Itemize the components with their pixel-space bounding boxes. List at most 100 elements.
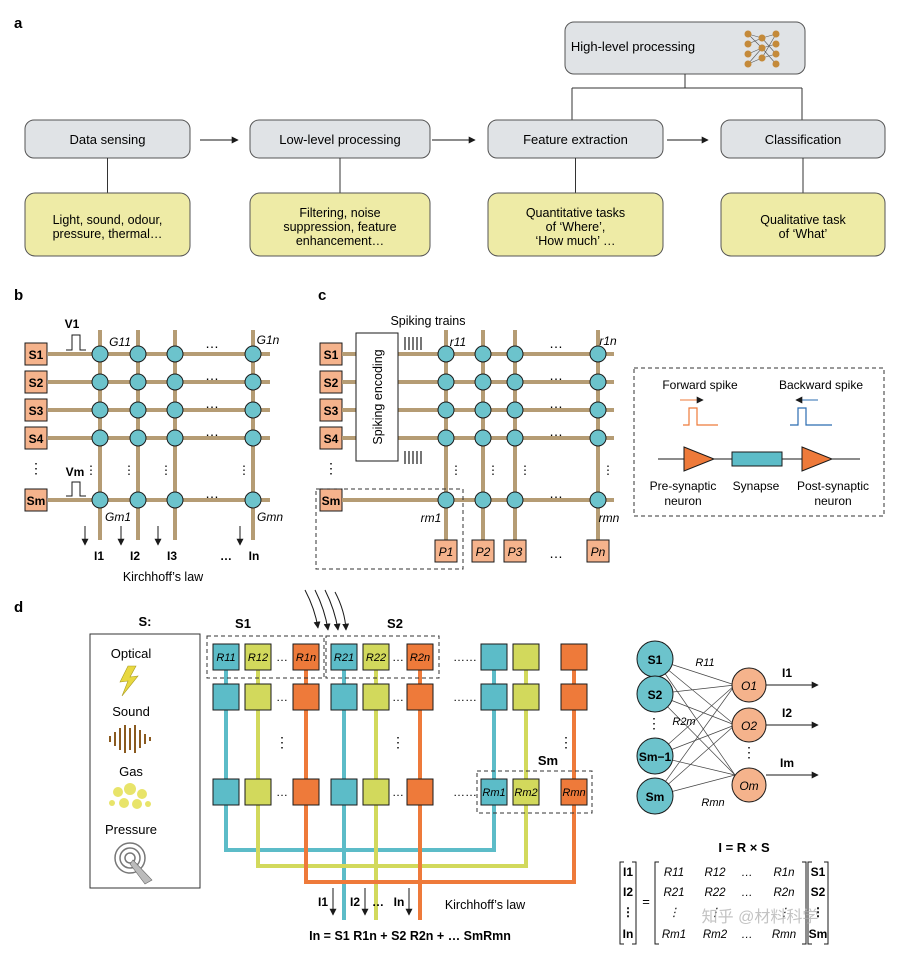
conductance-node bbox=[506, 345, 524, 363]
matrix-r-entry: … bbox=[741, 887, 753, 899]
kirchhoff-label-d: Kirchhoff’s law bbox=[445, 898, 526, 912]
detail-text: suppression, feature bbox=[283, 220, 396, 234]
resistor-box bbox=[244, 683, 272, 711]
dots: … bbox=[205, 335, 219, 351]
row-ellipsis: … bbox=[392, 785, 404, 799]
dots: … bbox=[549, 335, 563, 351]
output-label: P2 bbox=[476, 545, 491, 559]
detail-box bbox=[249, 192, 431, 257]
post-label-1: Post-synaptic bbox=[797, 479, 869, 493]
matrix-i-entry: In bbox=[623, 927, 634, 941]
high-level-label: High-level processing bbox=[571, 39, 695, 54]
matrix-r-entry: R22 bbox=[704, 887, 726, 899]
resistor-box bbox=[362, 643, 390, 671]
conductance-node bbox=[244, 373, 262, 391]
conductance-node bbox=[506, 429, 524, 447]
conductance-node bbox=[474, 401, 492, 419]
vertical-dots: ⋮ bbox=[487, 463, 499, 477]
vertical-dots: ⋮ bbox=[450, 463, 462, 477]
resistor-box bbox=[292, 683, 320, 711]
conductance-node bbox=[244, 491, 262, 509]
conductance-node bbox=[91, 373, 109, 391]
source-ellipsis: ⋮ bbox=[29, 460, 43, 476]
dots: … bbox=[205, 395, 219, 411]
detail-text: enhancement… bbox=[296, 234, 384, 248]
vertical-dots: ⋮ bbox=[123, 463, 135, 477]
output-neuron-box bbox=[503, 539, 527, 563]
output-current-label: I2 bbox=[782, 706, 792, 720]
matrix-r-entry: Rm1 bbox=[662, 929, 686, 941]
panel-letter-c: c bbox=[318, 287, 326, 304]
output-neuron-box bbox=[471, 539, 495, 563]
resistor-box bbox=[362, 778, 390, 806]
resistor-box bbox=[560, 778, 588, 806]
input-neuron-label: Sm−1 bbox=[639, 750, 672, 764]
conductance-node bbox=[437, 373, 455, 391]
source-label: S3 bbox=[29, 404, 44, 418]
conductance-node bbox=[166, 373, 184, 391]
matrix-r-entry: Rmn bbox=[772, 929, 796, 941]
forward-pulse bbox=[683, 407, 718, 426]
conductance-node bbox=[166, 345, 184, 363]
dots: … bbox=[205, 423, 219, 439]
input-neuron-label: S2 bbox=[648, 688, 663, 702]
conductance-node bbox=[91, 491, 109, 509]
dots: … bbox=[549, 423, 563, 439]
matrix-bracket bbox=[824, 861, 829, 945]
weight-label: R2m bbox=[672, 716, 695, 728]
r11-label: r11 bbox=[450, 335, 466, 349]
output-label: P1 bbox=[439, 545, 454, 559]
dots: … bbox=[549, 485, 563, 501]
matrix-i-entry: I1 bbox=[623, 865, 633, 879]
sound-wave-icon bbox=[109, 725, 151, 753]
v1-pulse bbox=[66, 334, 86, 351]
panel-letter-b: b bbox=[14, 287, 23, 304]
vertical-ellipsis: ⋮ bbox=[275, 734, 289, 750]
conductance-node bbox=[589, 401, 607, 419]
input-neuron-label: Sm bbox=[646, 790, 665, 804]
r1n-label: r1n bbox=[599, 334, 617, 348]
resistor-box bbox=[512, 643, 540, 671]
group-sm-label: Sm bbox=[538, 753, 558, 768]
group-s1-label: S1 bbox=[235, 616, 251, 631]
matrix-r-entry: R2n bbox=[773, 887, 794, 899]
pre-label-2: neuron bbox=[664, 494, 701, 508]
conductance-node bbox=[129, 373, 147, 391]
detail-text: ‘How much’ … bbox=[535, 234, 615, 248]
vertical-dots: ⋮ bbox=[160, 463, 172, 477]
process-step-label: Feature extraction bbox=[523, 132, 628, 147]
resistor-box bbox=[480, 643, 508, 671]
matrix-i-entry: I2 bbox=[623, 885, 633, 899]
matrix-bracket bbox=[654, 861, 659, 945]
post-label-2: neuron bbox=[814, 494, 851, 508]
conductance-node bbox=[91, 401, 109, 419]
sensor-pressure-label: Pressure bbox=[105, 822, 157, 837]
detail-text: Light, sound, odour, bbox=[53, 213, 163, 227]
pre-label-1: Pre-synaptic bbox=[650, 479, 717, 493]
spike-train-icon bbox=[404, 451, 422, 464]
matrix-r-entry: R21 bbox=[663, 887, 684, 899]
pressure-icon bbox=[114, 842, 146, 874]
source-label: S1 bbox=[324, 348, 339, 362]
synapse-line bbox=[654, 658, 736, 776]
wide-ellipsis: …… bbox=[453, 650, 477, 664]
kirchhoff-label: Kirchhoff’s law bbox=[123, 570, 204, 584]
current-label: I2 bbox=[130, 549, 140, 563]
resistor-label: R1n bbox=[296, 652, 316, 664]
current-label: I1 bbox=[94, 549, 104, 563]
conductance-node bbox=[437, 429, 455, 447]
source-label: S2 bbox=[29, 376, 44, 390]
vertical-dots: ⋮ bbox=[238, 463, 250, 477]
resistor-box bbox=[212, 643, 240, 671]
process-step-label: Low-level processing bbox=[279, 132, 400, 147]
matrix-bracket bbox=[632, 861, 637, 945]
detail-text: of ‘What’ bbox=[779, 227, 828, 241]
output-label: Pn bbox=[591, 545, 606, 559]
detail-text: Qualitative task bbox=[760, 213, 846, 227]
g1n-label: G1n bbox=[257, 333, 280, 347]
vertical-dots: ⋮ bbox=[85, 463, 97, 477]
lightning-icon bbox=[119, 665, 139, 697]
dots: … bbox=[205, 485, 219, 501]
input-neuron bbox=[636, 675, 674, 713]
detail-text: Filtering, noise bbox=[299, 206, 380, 220]
